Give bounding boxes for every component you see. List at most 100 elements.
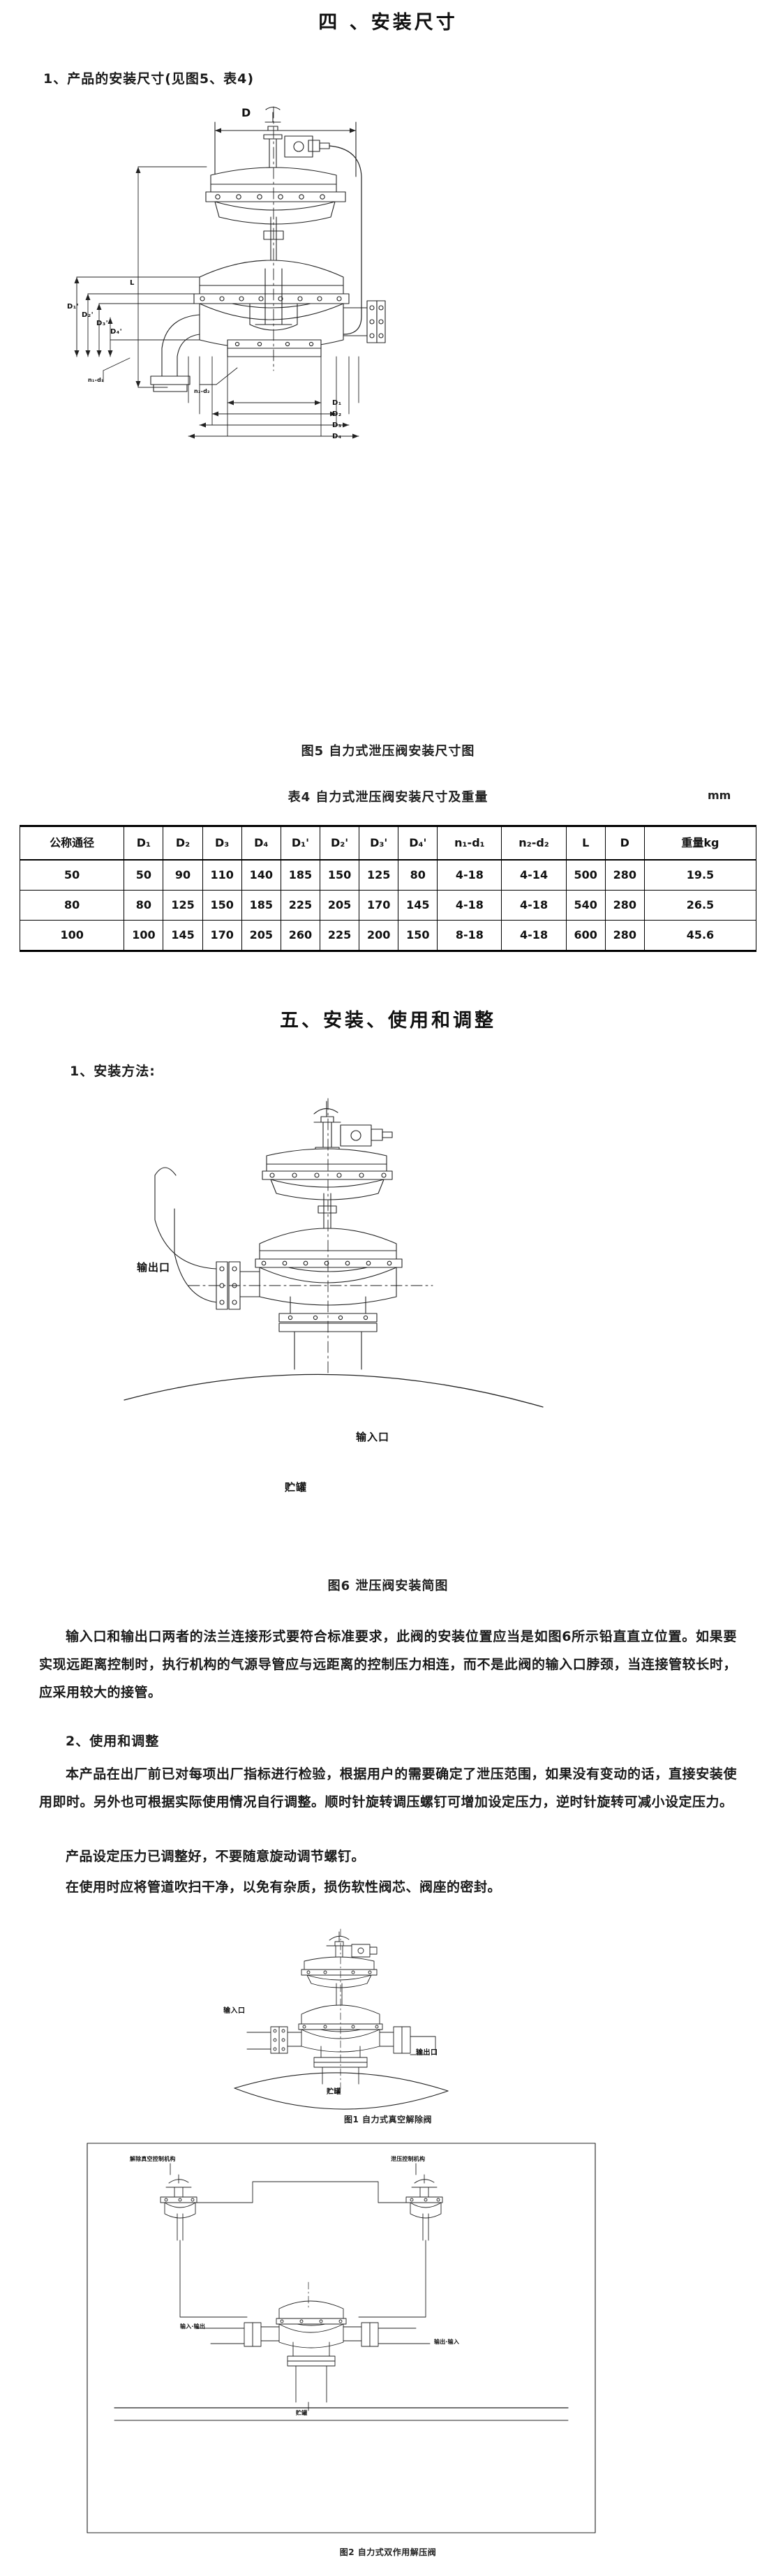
fig6-label-inlet: 输入口 xyxy=(356,1431,390,1443)
fig5-label-D-top: D xyxy=(241,106,252,119)
fig5-label-L: L xyxy=(130,279,135,287)
th-l: L xyxy=(565,825,606,861)
fig5-label-n2d2: n₂-d₂ xyxy=(194,388,210,394)
th-n2d2: n₂-d₂ xyxy=(501,825,567,861)
th-d1p: D₁' xyxy=(280,825,320,861)
fig5-label-D4: D₄ xyxy=(332,433,342,440)
cell-d: 280 xyxy=(604,859,645,891)
table4-caption: 表4 自力式泄压阀安装尺寸及重量 xyxy=(288,790,488,805)
cell-weight: 26.5 xyxy=(643,890,757,921)
cell-n1d1: 4-18 xyxy=(437,859,502,891)
table4-unit: mm xyxy=(708,789,731,802)
cell-d4: 140 xyxy=(241,859,281,891)
cell-weight: 19.5 xyxy=(643,859,757,891)
cell-nominal-diameter: 50 xyxy=(19,859,125,891)
fig5-label-D2: D₂ xyxy=(332,410,342,418)
cell-d2p: 150 xyxy=(319,859,360,891)
paragraph-factory-test: 本产品在出厂前已对每项出厂指标进行检验，根据用户的需要确定了泄压范围，如果没有变… xyxy=(39,1766,737,1810)
subhead-use-adjust: 2、使用和调整 xyxy=(66,1734,160,1749)
page-title-section4: 四 、安装尺寸 xyxy=(318,12,458,33)
cell-d1: 50 xyxy=(124,859,164,891)
fig5-label-D2p: D₂' xyxy=(82,311,94,319)
fig5-label-D1: D₁ xyxy=(332,399,342,407)
fig2-label-out-in: 输出·输入 xyxy=(434,2339,460,2345)
cell-l: 600 xyxy=(565,920,606,952)
cell-n2d2: 4-18 xyxy=(501,890,567,921)
cell-d3p: 200 xyxy=(359,920,399,952)
th-nominal-diameter: 公称通径 xyxy=(19,825,125,861)
subhead-install-method: 1、安装方法: xyxy=(70,1064,156,1079)
cell-weight: 45.6 xyxy=(643,920,757,952)
th-d1: D₁ xyxy=(124,825,164,861)
figure6-caption: 图6 泄压阀安装简图 xyxy=(327,1579,449,1593)
fig5-label-D4p: D₄' xyxy=(110,328,123,336)
paragraph-preset-pressure: 产品设定压力已调整好，不要随意旋动调节螺钉。 xyxy=(66,1849,366,1864)
cell-d3: 150 xyxy=(202,890,242,921)
cell-d2: 125 xyxy=(163,890,203,921)
th-d3p: D₃' xyxy=(359,825,399,861)
cell-d4p: 150 xyxy=(398,920,438,952)
figure2-drawing xyxy=(87,2143,596,2533)
fig1-label-tank: 贮罐 xyxy=(327,2088,341,2096)
th-d2: D₂ xyxy=(163,825,203,861)
cell-d2: 145 xyxy=(163,920,203,952)
cell-d4: 185 xyxy=(241,890,281,921)
paragraph-install-notes: 输入口和输出口两者的法兰连接形式要符合标准要求，此阀的安装位置应当是如图6所示铅… xyxy=(39,1629,737,1700)
figure1-drawing xyxy=(202,1926,482,2136)
table-row: 50 50 90 110 140 185 150 125 80 4-18 4-1… xyxy=(19,859,757,891)
figure1-caption: 图1 自力式真空解除阀 xyxy=(343,2115,433,2124)
cell-d: 280 xyxy=(604,890,645,921)
th-d2p: D₂' xyxy=(319,825,360,861)
cell-d4: 205 xyxy=(241,920,281,952)
paragraph-clean-pipe: 在使用时应将管道吹扫干净，以免有杂质，损伤软性阀芯、阀座的密封。 xyxy=(66,1879,502,1895)
th-d: D xyxy=(604,825,645,861)
cell-nominal-diameter: 100 xyxy=(19,920,125,952)
cell-d1p: 225 xyxy=(280,890,320,921)
dimensions-table: 公称通径 D₁ D₂ D₃ D₄ D₁' D₂' D₃' D₄' n₁-d₁ n… xyxy=(19,825,757,952)
cell-d1p: 185 xyxy=(280,859,320,891)
fig2-label-vacuum-mechanism: 解除真空控制机构 xyxy=(130,2156,176,2162)
th-d3: D₃ xyxy=(202,825,242,861)
cell-n2d2: 4-18 xyxy=(501,920,567,952)
page-title-section5: 五、安装、使用和调整 xyxy=(280,1010,496,1032)
table4-wrapper: 公称通径 D₁ D₂ D₃ D₄ D₁' D₂' D₃' D₄' n₁-d₁ n… xyxy=(19,825,757,952)
figure5-caption: 图5 自力式泄压阀安装尺寸图 xyxy=(301,744,475,759)
fig5-label-D1p: D₁' xyxy=(67,303,80,311)
cell-d1: 80 xyxy=(124,890,164,921)
cell-d2p: 225 xyxy=(319,920,360,952)
fig5-label-n1d1: n₁-d₁ xyxy=(88,377,104,383)
th-d4: D₄ xyxy=(241,825,281,861)
th-weight: 重量kg xyxy=(643,825,757,861)
fig2-label-in-out: 输入·输出 xyxy=(180,2323,206,2330)
cell-d3: 110 xyxy=(202,859,242,891)
table-header-row: 公称通径 D₁ D₂ D₃ D₄ D₁' D₂' D₃' D₄' n₁-d₁ n… xyxy=(19,825,757,861)
cell-d2: 90 xyxy=(163,859,203,891)
figure2-caption: 图2 自力式双作用解压阀 xyxy=(339,2547,437,2557)
cell-d3: 170 xyxy=(202,920,242,952)
cell-l: 540 xyxy=(565,890,606,921)
cell-d4p: 145 xyxy=(398,890,438,921)
cell-d2p: 205 xyxy=(319,890,360,921)
cell-nominal-diameter: 80 xyxy=(19,890,125,921)
fig6-label-tank: 贮罐 xyxy=(285,1481,308,1494)
cell-d: 280 xyxy=(604,920,645,952)
fig1-label-outlet: 输出口 xyxy=(416,2049,438,2057)
cell-d3p: 170 xyxy=(359,890,399,921)
figure5-drawing xyxy=(63,94,495,729)
fig5-label-D3: D₃ xyxy=(332,422,342,429)
table-row: 80 80 125 150 185 225 205 170 145 4-18 4… xyxy=(19,890,757,921)
cell-l: 500 xyxy=(565,859,606,891)
th-d4p: D₄' xyxy=(398,825,438,861)
cell-d4p: 80 xyxy=(398,859,438,891)
subhead-item1: 1、产品的安装尺寸(见图5、表4) xyxy=(43,71,255,87)
cell-d1: 100 xyxy=(124,920,164,952)
table-row: 100 100 145 170 205 260 225 200 150 8-18… xyxy=(19,920,757,952)
cell-n2d2: 4-14 xyxy=(501,859,567,891)
cell-d1p: 260 xyxy=(280,920,320,952)
fig1-label-inlet: 输入口 xyxy=(223,2007,246,2015)
cell-d3p: 125 xyxy=(359,859,399,891)
fig6-label-outlet: 输出口 xyxy=(137,1261,171,1274)
fig2-label-relief-mechanism: 泄压控制机构 xyxy=(391,2156,426,2162)
figure6-drawing xyxy=(105,1089,565,1542)
